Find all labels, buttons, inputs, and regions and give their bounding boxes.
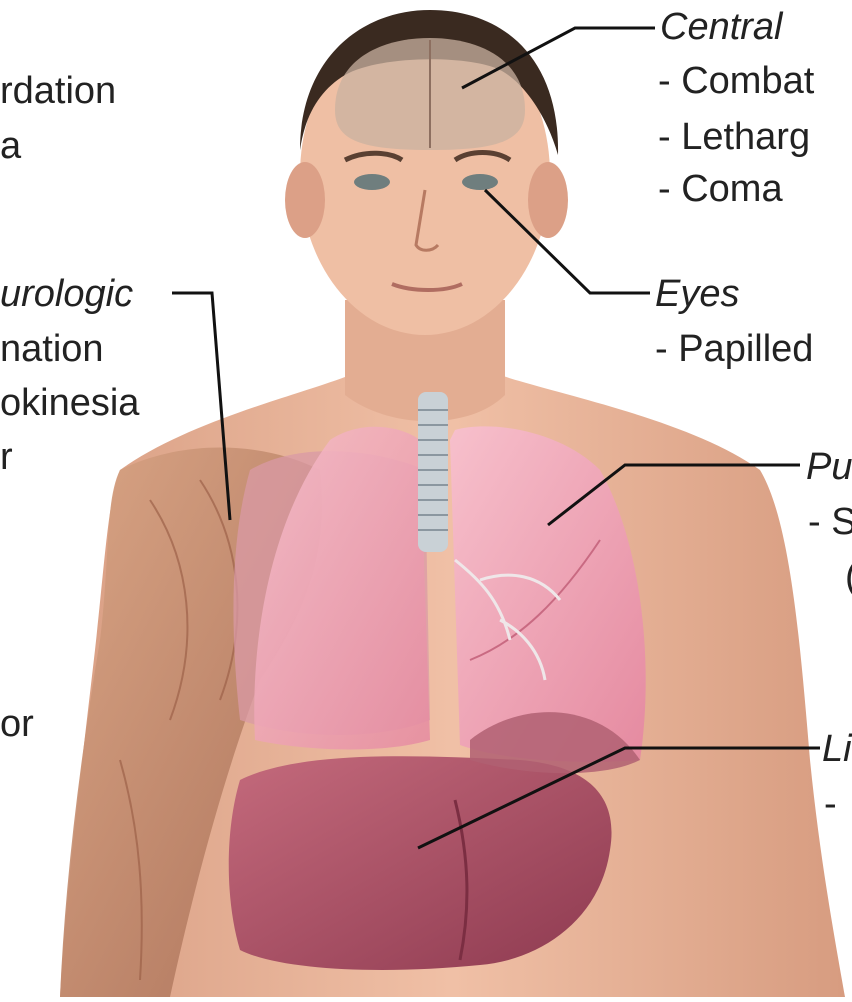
trachea: [418, 392, 448, 552]
pulmonary-item-2: (: [845, 558, 852, 596]
left-ear: [285, 162, 325, 238]
liver: [229, 756, 612, 970]
eyes-heading: Eyes: [655, 275, 739, 313]
eye-left: [354, 174, 390, 190]
left-bottom-line-1: or: [0, 705, 34, 743]
liver-heading: Li: [822, 730, 852, 768]
liver-item-1: -: [824, 785, 837, 823]
neurologic-heading: urologic: [0, 275, 133, 313]
pulmonary-heading: Pu: [806, 448, 852, 486]
central-item-1: - Combat: [658, 62, 814, 100]
central-item-2: - Letharg: [658, 118, 810, 156]
eye-right: [462, 174, 498, 190]
right-ear: [528, 162, 568, 238]
neuro-line-1: nation: [0, 330, 104, 368]
central-heading: Central: [660, 8, 783, 46]
neuro-line-2: okinesia: [0, 384, 139, 422]
central-item-3: - Coma: [658, 170, 783, 208]
eyes-item-1: - Papilled: [655, 330, 813, 368]
left-top-line-2: a: [0, 127, 21, 165]
neuro-line-3: r: [0, 438, 13, 476]
left-top-line-1: rdation: [0, 72, 116, 110]
pulmonary-item-1: - S: [808, 503, 852, 541]
